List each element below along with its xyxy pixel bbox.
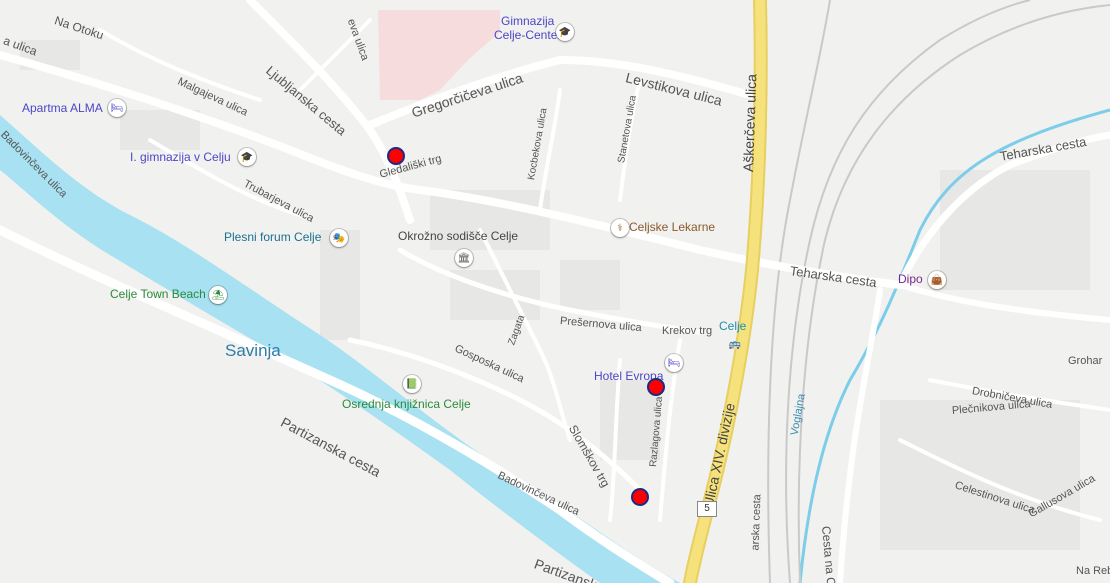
street-label-krekov: Krekov trg bbox=[662, 325, 713, 337]
poi-label-celjske-lekarne[interactable]: Celjske Lekarne bbox=[629, 220, 716, 234]
poi-label-celje-bus[interactable]: Celje bbox=[719, 319, 747, 333]
beach-icon[interactable]: ⛱ bbox=[209, 286, 227, 304]
theatre-icon[interactable]: 🎭 bbox=[330, 229, 348, 247]
shopping-bag-icon[interactable]: 👜 bbox=[928, 271, 946, 289]
library-icon[interactable]: 📗 bbox=[403, 375, 421, 393]
courthouse-icon[interactable]: 🏛 bbox=[455, 249, 473, 267]
poi-label-knjiznica[interactable]: Osrednja knjižnica Celje bbox=[342, 397, 471, 411]
location-marker-1[interactable] bbox=[387, 147, 405, 165]
street-label-na-reb: Na Reb bbox=[1076, 565, 1110, 577]
street-label-arska: arska cesta bbox=[749, 494, 764, 551]
school-icon[interactable]: 🎓 bbox=[556, 23, 574, 41]
location-marker-3[interactable] bbox=[631, 488, 649, 506]
poi-label-dipo[interactable]: Dipo bbox=[898, 272, 923, 286]
hotel-icon[interactable]: 🛏 bbox=[665, 354, 683, 372]
pharmacy-icon[interactable]: ⚕ bbox=[611, 219, 629, 237]
poi-label-gimnazija-center[interactable]: Gimnazija Celje-Center bbox=[494, 14, 562, 42]
bus-icon[interactable]: 🚌 bbox=[728, 338, 742, 350]
poi-label-gimnazija-i[interactable]: I. gimnazija v Celju bbox=[130, 150, 231, 164]
poi-label-okrozno[interactable]: Okrožno sodišče Celje bbox=[398, 229, 519, 243]
street-label-grohar: Grohar bbox=[1068, 355, 1103, 367]
school-area bbox=[378, 10, 500, 100]
major-road bbox=[685, 0, 766, 583]
building-blocks bbox=[20, 40, 1090, 550]
stream-voglajna bbox=[798, 108, 1110, 583]
hotel-icon[interactable]: 🛏 bbox=[108, 99, 126, 117]
river-savinja bbox=[0, 115, 680, 583]
school-icon[interactable]: 🎓 bbox=[238, 148, 256, 166]
route-shield: 5 bbox=[697, 501, 717, 517]
poi-label-town-beach[interactable]: Celje Town Beach bbox=[110, 287, 206, 301]
poi-label-apartma-alma[interactable]: Apartma ALMA bbox=[22, 101, 103, 115]
street-label-askerceva: Aškerčeva ulica bbox=[740, 73, 760, 173]
river-label-savinja: Savinja bbox=[225, 341, 281, 360]
poi-label-plesni-forum[interactable]: Plesni forum Celje bbox=[224, 230, 322, 244]
poi-label-hotel-evropa[interactable]: Hotel Evropa bbox=[594, 369, 664, 383]
location-marker-2[interactable] bbox=[647, 378, 665, 396]
railways bbox=[767, 0, 1110, 583]
